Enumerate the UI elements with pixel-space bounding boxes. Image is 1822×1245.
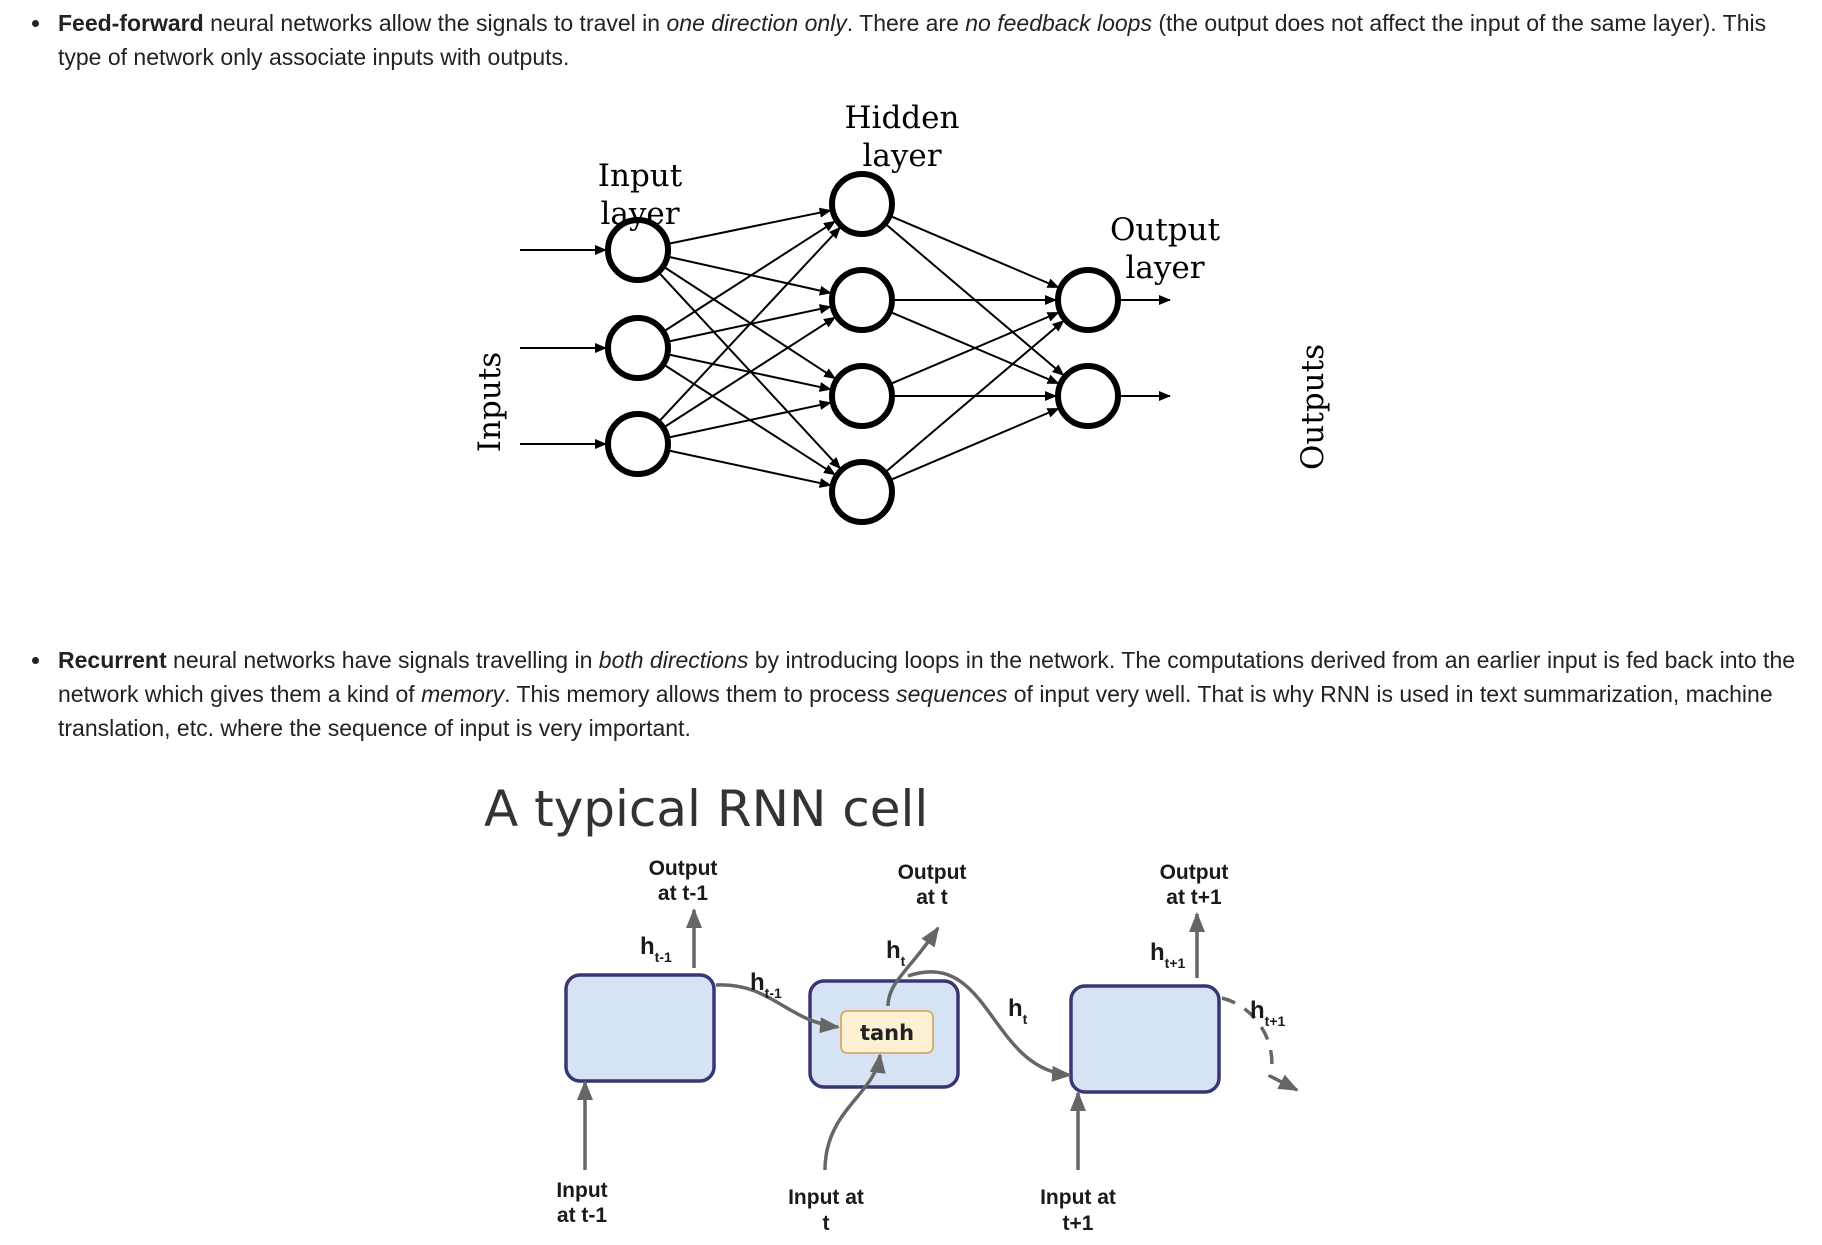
hidden-neuron [829,171,895,237]
rnn-input-labels: Input at t-1 Input at t Input at t+1 [556,1179,1116,1235]
output-neuron [1055,267,1121,333]
hidden-layer-label: Hidden layer [845,100,960,174]
paragraph-text: neural networks have signals travelling … [166,647,599,673]
input-hidden-edge [657,226,841,423]
paragraph-text: neural networks allow the signals to tra… [203,10,667,36]
hidden-layer-label-line1: Hidden [845,100,960,136]
hidden-output-edge [889,407,1060,482]
output-curr-line1: Output [898,861,967,884]
input-hidden-edge [662,220,836,333]
hidden-output-edge [884,319,1065,474]
paragraph-text: . This memory allows them to process [504,681,897,707]
input-curr-line1: Input at [788,1186,864,1209]
output-prev-line1: Output [649,857,718,880]
input-layer-label: Input layer [598,158,683,232]
input-layer-label-line1: Input [598,158,683,194]
hidden-neuron [829,363,895,429]
input-prev-line1: Input [556,1179,607,1202]
h-label-curr-output: ht [886,937,906,969]
input-neuron [605,411,671,477]
feed-forward-network-svg: Input layer Hidden layer Output layer In… [472,100,1331,525]
paragraph-text: . There are [846,10,966,36]
output-prev-line2: at t-1 [658,882,708,905]
input-layer-label-line2: layer [600,196,679,232]
hidden-neuron [829,459,895,525]
recurrent-paragraph: Recurrent neural networks have signals t… [32,643,1798,745]
input-hidden-edge [667,449,832,488]
h-label-curr-recurrent: ht [1008,995,1028,1027]
emphasis-text: one direction only [666,10,847,36]
rnn-cell-svg: A typical RNN cell tanh Output at t-1 Ou… [484,780,1299,1235]
input-prev-line2: at t-1 [557,1204,607,1227]
input-hidden-edge [667,400,832,439]
bullet-point [32,20,39,27]
input-hidden-edge [667,255,832,296]
hidden-output-edge [889,214,1060,289]
input-neuron [605,217,671,283]
input-next-line2: t+1 [1063,1212,1094,1235]
rnn-arrows [577,908,1299,1171]
feed-forward-network-diagram: Input layer Hidden layer Output layer In… [470,100,1331,610]
paragraph-text: by introducing loops in the network. The… [58,647,1796,707]
output-next-line1: Output [1160,861,1229,884]
h-label-next-output: ht+1 [1150,939,1186,971]
rnn-cell-next [1069,984,1221,1094]
output-neuron [1055,363,1121,429]
emphasis-text: both directions [598,647,749,673]
paragraph-text: (the output does not affect the input of… [58,10,1767,70]
arrow-output-current [886,926,940,1007]
tanh-label: tanh [860,1021,914,1045]
emphasis-text: sequences [896,681,1008,707]
outputs-axis-label: Outputs [1295,344,1330,470]
arrow-hidden-prev-to-current [715,983,840,1034]
rnn-output-labels: Output at t-1 Output at t Output at t+1 [649,857,1229,909]
emphasis-text: memory [421,681,505,707]
hidden-layer-label-line2: layer [862,138,941,174]
h-label-next-recurrent: ht+1 [1250,997,1286,1029]
hidden-neuron [829,267,895,333]
input-hidden-edge [657,271,841,470]
term-recurrent: Recurrent [58,647,167,673]
term-feed-forward: Feed-forward [58,10,204,36]
arrow-hidden-current-to-next [907,970,1072,1082]
input-hidden-edge [662,265,837,380]
output-curr-line2: at t [916,886,948,909]
h-label-prev-output: ht-1 [640,933,672,965]
output-layer-label-line1: Output [1110,212,1221,248]
feed-forward-paragraph: Feed-forward neural networks allow the s… [32,6,1798,74]
arrow-hidden-next-dashed [1221,996,1299,1092]
rnn-hidden-state-labels: ht-1 ht-1 ht ht ht+1 ht+1 [640,933,1286,1029]
h-label-prev-recurrent: ht-1 [750,969,782,1001]
inputs-axis-label: Inputs [472,352,508,452]
input-next-line1: Input at [1040,1186,1116,1209]
input-hidden-edge [662,316,836,429]
hidden-output-edge [889,311,1060,386]
tanh-activation-box [840,1010,934,1054]
neuron-nodes [605,171,1121,525]
arrow-input-current [823,1053,886,1171]
output-layer-label-line2: layer [1125,250,1204,286]
bullet-point [32,657,39,664]
input-curr-line2: t [823,1212,830,1235]
rnn-cell-diagram: A typical RNN cell tanh Output at t-1 Ou… [470,770,1330,1240]
output-next-line2: at t+1 [1166,886,1222,909]
rnn-cell-prev [564,973,716,1083]
connection-edges [520,207,1171,488]
rnn-title: A typical RNN cell [484,780,928,838]
paragraph-text: of input very well. That is why RNN is u… [58,681,1773,741]
emphasis-text: no feedback loops [965,10,1152,36]
output-layer-label: Output layer [1110,212,1221,286]
input-hidden-edge [667,207,832,245]
input-neuron [605,315,671,381]
